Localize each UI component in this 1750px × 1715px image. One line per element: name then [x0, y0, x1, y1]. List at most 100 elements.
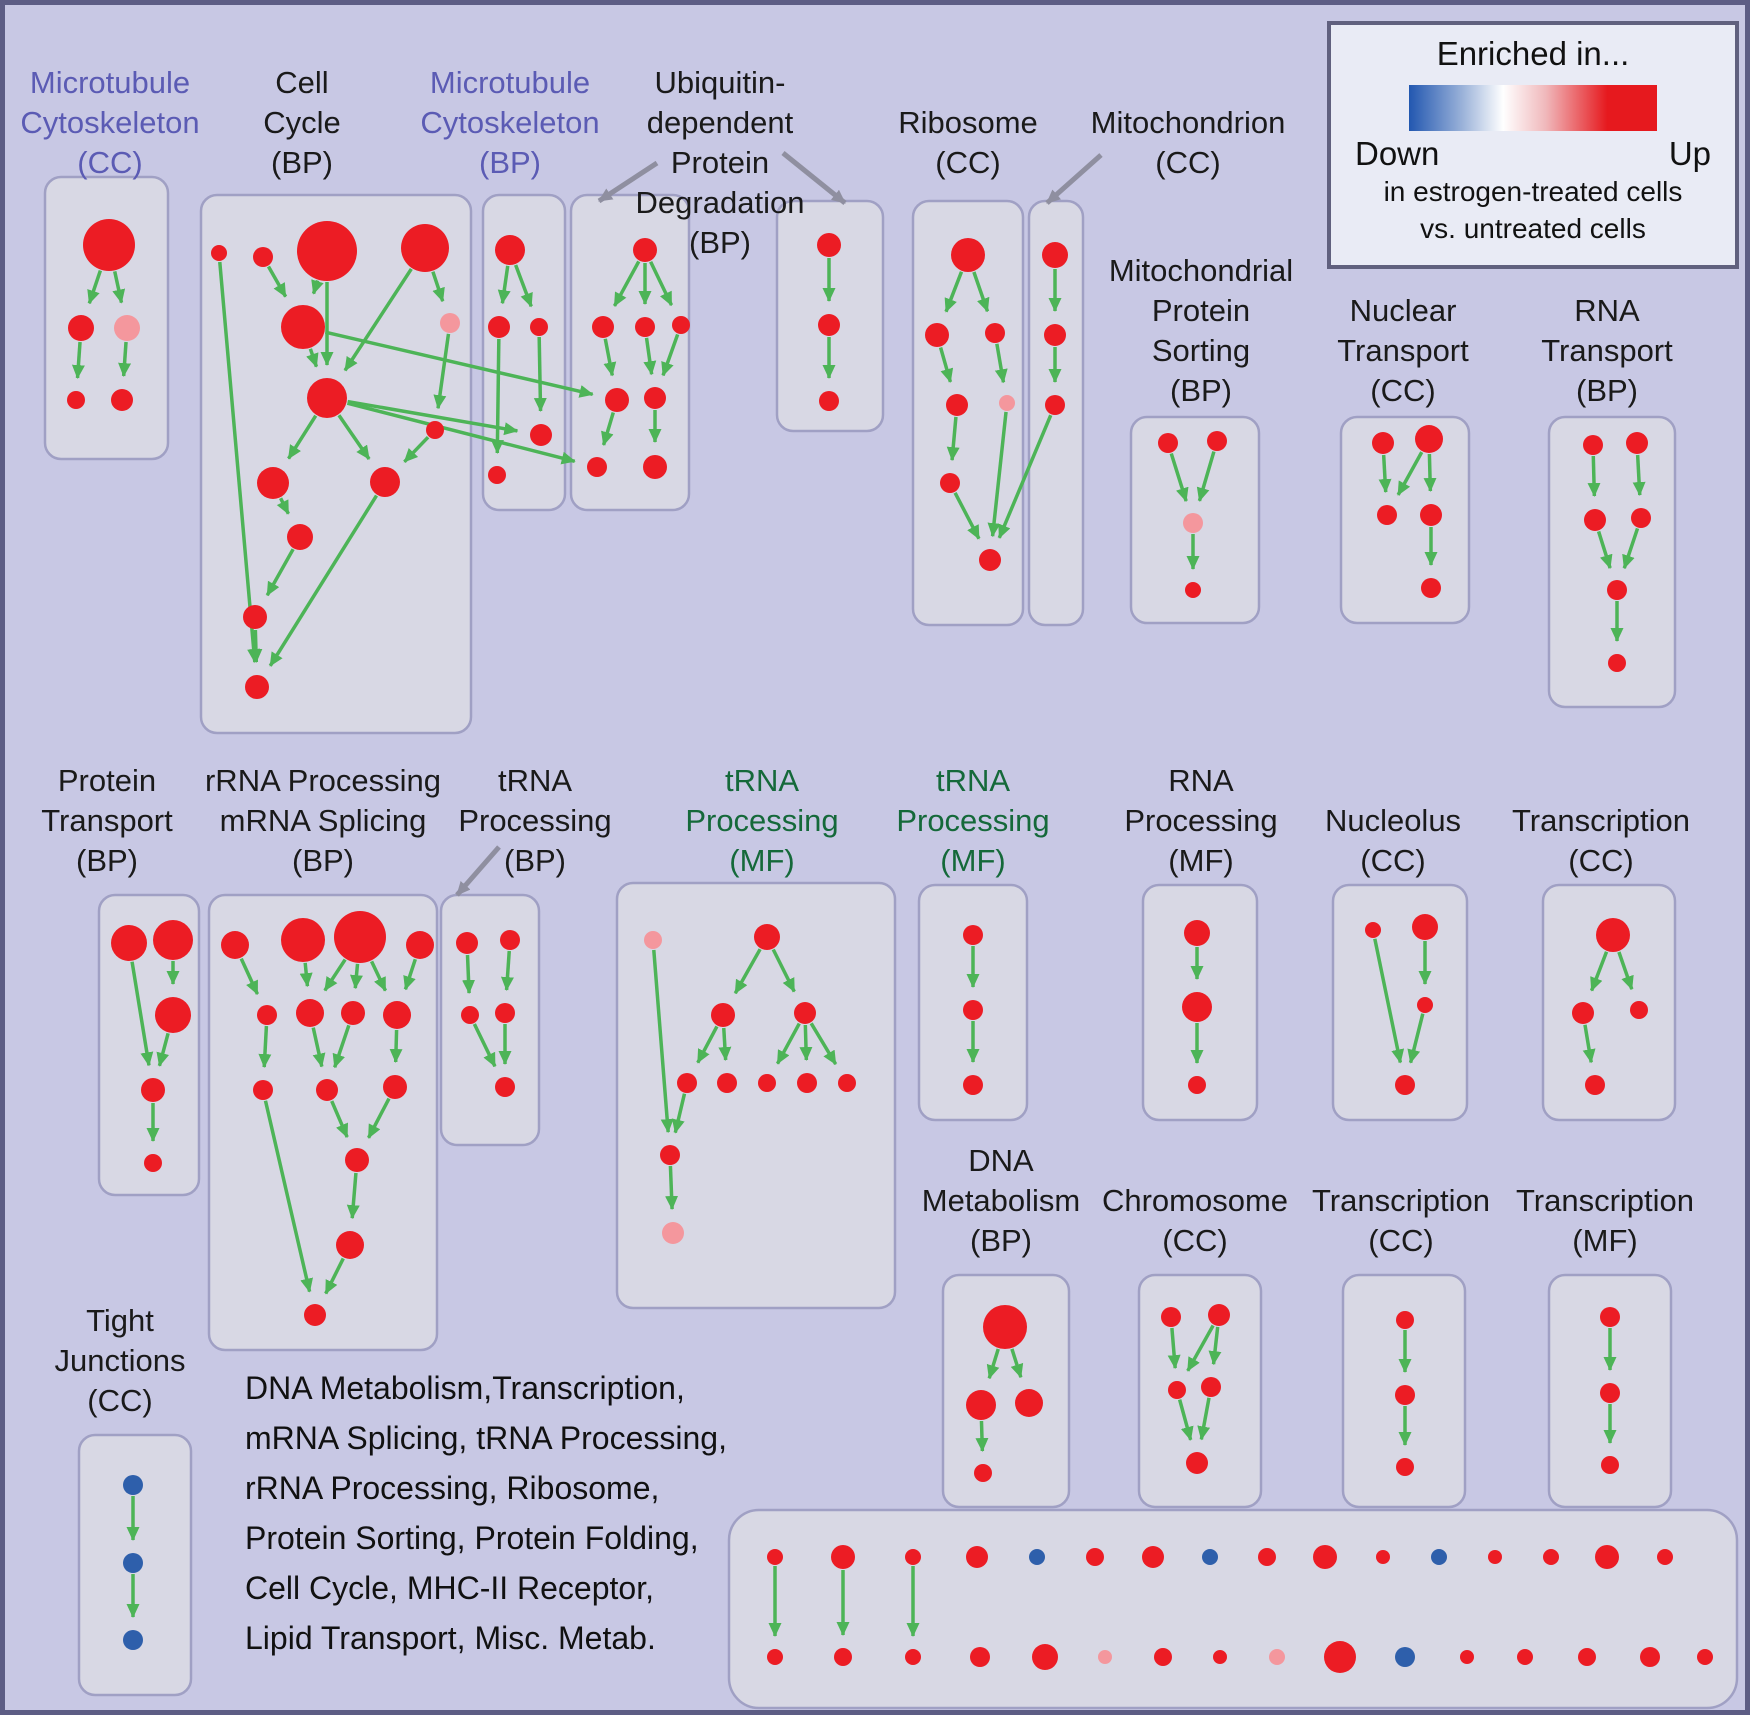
node-mxl: [1431, 1549, 1447, 1565]
node-mc3: [67, 391, 85, 409]
edge-ri1-ri3: [938, 347, 954, 383]
node-mb4: [488, 466, 506, 484]
node-nt4: [1421, 578, 1441, 598]
edge-dm1-dm3: [975, 1420, 989, 1453]
node-mxo: [1595, 1545, 1619, 1569]
edge-rr9-rr11: [330, 1100, 349, 1138]
node-ri2: [985, 323, 1005, 343]
edge-nt1-nt2: [1396, 451, 1424, 496]
node-dm2: [1015, 1389, 1043, 1417]
legend: Enriched in... Down Up in estrogen-treat…: [1327, 21, 1739, 269]
node-rr8: [253, 1080, 273, 1100]
annotation-line: Protein Sorting, Protein Folding,: [245, 1520, 699, 1556]
edge-cc7-cc8: [403, 435, 430, 464]
node-mye: [1032, 1644, 1058, 1670]
node-dm3: [974, 1464, 992, 1482]
edge-tb2-tb4: [472, 1023, 497, 1068]
edge-cc4-ua4: [325, 330, 594, 398]
node-mp2: [1183, 513, 1203, 533]
edge-mp0-mp2: [1169, 452, 1189, 503]
edge-mc1-mc3: [71, 341, 85, 380]
node-tm10: [662, 1222, 684, 1244]
node-nu1: [1412, 914, 1438, 940]
node-ts2: [963, 1075, 983, 1095]
edge-rr3-rr7: [403, 958, 417, 991]
node-cc6: [307, 378, 347, 418]
edge-ua0-ua1: [612, 260, 641, 307]
node-ch0: [1161, 1307, 1181, 1327]
network-canvas: [43, 151, 1739, 1710]
edge-cc11-cc12: [249, 629, 263, 664]
edge-mb0-mb2: [514, 264, 533, 308]
edge-ri0-ri1: [944, 271, 964, 313]
node-rr11: [345, 1148, 369, 1172]
node-myg: [1154, 1648, 1172, 1666]
edge-pt2-pt3: [156, 1032, 170, 1067]
edge-cc6-cc9: [287, 414, 318, 460]
node-cc3: [401, 224, 449, 272]
edge-ch1-ch2: [1186, 1324, 1215, 1372]
edge-mb2-mb3: [533, 336, 547, 413]
edge-mc0-mc2: [112, 271, 126, 304]
edge-cc9-cc10: [276, 497, 290, 515]
node-cc0: [211, 245, 227, 261]
node-nu0: [1365, 922, 1381, 938]
edge-rt3-rt4: [1622, 527, 1640, 570]
node-tc3: [1585, 1075, 1605, 1095]
node-rp0: [1184, 920, 1210, 946]
node-tb3: [495, 1003, 515, 1023]
edge-ri2-ri4: [994, 343, 1008, 384]
edge-cc6-cc8: [337, 414, 371, 460]
node-tm2: [711, 1003, 735, 1027]
node-tc2: [1630, 1001, 1648, 1019]
node-mb2: [530, 318, 548, 336]
node-ua5: [644, 387, 666, 409]
node-ri3: [946, 394, 968, 416]
edge-rr6-rr9: [332, 1024, 351, 1069]
node-mc0: [83, 219, 135, 271]
node-ts0: [963, 925, 983, 945]
node-myc: [905, 1649, 921, 1665]
node-mxe: [1029, 1549, 1045, 1565]
node-tj1: [123, 1553, 143, 1573]
node-ri1: [925, 323, 949, 347]
node-cc1: [253, 247, 273, 267]
cluster-chromosome-cc: [1137, 1273, 1263, 1509]
node-myo: [1640, 1647, 1660, 1667]
node-rt5: [1608, 654, 1626, 672]
edge-cc3-cc5: [431, 271, 445, 303]
node-rt4: [1607, 580, 1627, 600]
node-mc2: [114, 315, 140, 341]
edge-dm0-dm2: [1010, 1348, 1024, 1379]
node-rt2: [1584, 509, 1606, 531]
edge-nt1-nt3: [1423, 453, 1437, 493]
node-ua7: [643, 455, 667, 479]
edge-cc2-cc4: [311, 279, 324, 295]
edge-nu0-nu3: [1373, 938, 1405, 1064]
edge-mb0-mb1: [497, 265, 511, 305]
node-myp: [1697, 1649, 1713, 1665]
node-nu3: [1395, 1075, 1415, 1095]
node-rp2: [1188, 1076, 1206, 1094]
node-mxb: [831, 1545, 855, 1569]
node-mya: [767, 1649, 783, 1665]
edge-tm9-tm10: [665, 1165, 679, 1211]
node-ch4: [1186, 1452, 1208, 1474]
node-ub0: [817, 233, 841, 257]
edge-mb1-mb4: [490, 338, 504, 455]
node-myn: [1578, 1648, 1596, 1666]
edge-mp1-mp2: [1196, 451, 1216, 502]
node-tc1: [1572, 1002, 1594, 1024]
edge-cc4-cc6: [306, 348, 319, 368]
edge-rr2-rr5: [323, 958, 347, 992]
node-rr4: [257, 1005, 277, 1025]
edge-rr8-rr13: [263, 1100, 314, 1293]
node-rr10: [383, 1075, 407, 1099]
node-mp3: [1185, 582, 1201, 598]
node-u21: [1395, 1385, 1415, 1405]
node-rt1: [1626, 432, 1648, 454]
node-tb4: [495, 1077, 515, 1097]
node-myh: [1213, 1650, 1227, 1664]
node-tm6: [758, 1074, 776, 1092]
legend-context-line-2: vs. untreated cells: [1420, 213, 1646, 244]
